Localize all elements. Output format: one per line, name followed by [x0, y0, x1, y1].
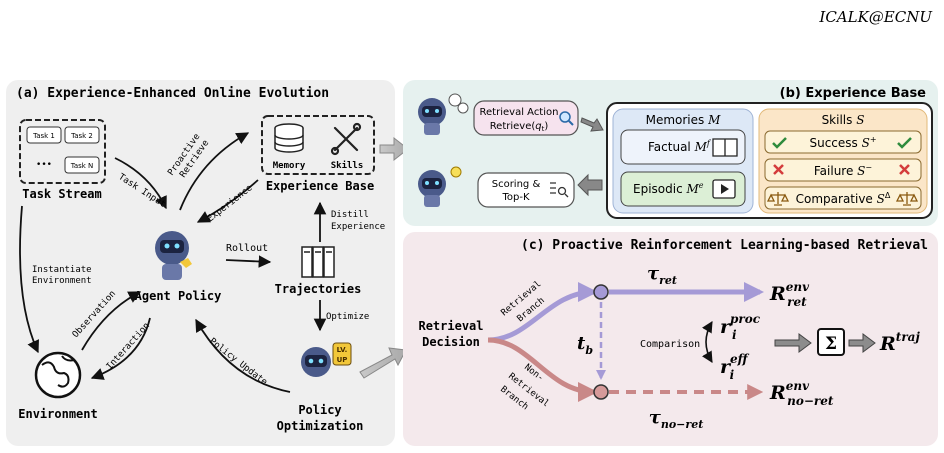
video-icon [712, 179, 736, 199]
database-icon [274, 123, 304, 153]
task-2: Task 2 [70, 132, 93, 140]
magnifier-icon [559, 111, 574, 126]
edge-distill-1: Distill [331, 210, 369, 220]
arrow-to-sum [774, 333, 812, 353]
failure-skill-box [764, 158, 922, 182]
edge-optimize: Optimize [326, 312, 369, 322]
trajectories-icon [301, 246, 335, 278]
scale-icon-left [766, 192, 790, 206]
scoring-label-2: Top-K [501, 192, 529, 203]
memories-title: Memories M [646, 113, 721, 127]
trajectories-label: Trajectories [275, 282, 362, 296]
memory-label: Memory [273, 161, 306, 171]
comparative-skill-label: Comparative SΔ [796, 191, 891, 206]
sum-box [817, 328, 845, 356]
comparison-arc [702, 321, 713, 363]
non-retrieval-branch-curve [487, 337, 598, 402]
edge-rollout: Rollout [226, 243, 268, 254]
episodic-memory-label: Episodic Me [633, 181, 704, 196]
retrieval-robot-icon [418, 93, 469, 135]
panel-c [403, 232, 938, 446]
task-stream-box [19, 119, 106, 184]
panel-a [6, 80, 395, 446]
sum-symbol: Σ [825, 334, 837, 354]
agent-robot-icon [155, 231, 192, 280]
task-stream-label: Task Stream [22, 187, 101, 201]
task-1: Task 1 [32, 132, 55, 140]
non-retrieval-node [593, 384, 609, 400]
arrow-to-experience-base [379, 136, 409, 162]
scale-icon-right [895, 192, 919, 206]
scoring-robot-icon [418, 166, 462, 207]
arrow-to-panel-c [359, 347, 407, 379]
task-n: Task N [70, 162, 94, 170]
comparison-label: Comparison [640, 339, 700, 350]
check-icon-left [772, 137, 787, 149]
tools-icon [330, 122, 362, 156]
panel-a-title: (a) Experience-Enhanced Online Evolution [16, 86, 329, 101]
retrieval-action-box [473, 100, 579, 136]
scoring-label-1: Scoring & [492, 179, 541, 190]
panel-c-title: (c) Proactive Reinforcement Learning-bas… [521, 238, 928, 253]
up-badge: UP [337, 356, 348, 364]
cross-icon-right [899, 164, 910, 175]
task-ellipsis: ••• [36, 160, 52, 170]
skills-label: Skills [331, 160, 364, 171]
globe-icon [34, 351, 82, 399]
edge-distill-2: Experience [331, 222, 385, 232]
policy-optimization-label-2: Optimization [277, 419, 364, 433]
arrow-to-r-traj [848, 333, 876, 353]
agent-policy-label: Agent Policy [135, 289, 222, 303]
cross-icon-left [773, 164, 784, 175]
retrieval-node [593, 284, 609, 300]
book-icon [712, 138, 738, 157]
retrieval-decision-label-2: Decision [422, 335, 480, 349]
arrow-base-to-scoring [577, 173, 603, 197]
retrieval-decision-label-1: Retrieval [418, 319, 483, 333]
success-skill-label: Success S+ [809, 135, 876, 150]
task-cards [26, 126, 100, 174]
ranking-icon [550, 182, 569, 198]
arrow-action-to-memories [580, 117, 604, 132]
edge-instantiate-2: Environment [32, 276, 92, 286]
retrieval-action-label: Retrieval Action [480, 107, 559, 118]
factual-memory-label: Factual Mf [648, 139, 712, 154]
environment-label: Environment [18, 407, 97, 421]
success-skill-box [764, 130, 922, 154]
affiliation: ICALK@ECNU [818, 8, 933, 26]
panel-b-title: (b) Experience Base [780, 86, 927, 101]
panel-a-arrows [19, 132, 327, 393]
skills-title: Skills S [822, 113, 865, 127]
lv-badge: LV. [337, 346, 348, 354]
scoring-box [477, 172, 575, 208]
failure-skill-label: Failure S− [814, 163, 872, 178]
retrieval-branch-curve [487, 282, 598, 343]
comparative-skill-box [764, 186, 922, 210]
policy-optimization-label-1: Policy [298, 403, 341, 417]
retrieve-function: Retrieve(qt) [490, 121, 549, 133]
experience-base-box [261, 115, 375, 175]
check-icon-right [897, 137, 912, 149]
experience-base-label: Experience Base [266, 179, 374, 193]
edge-instantiate-1: Instantiate [32, 265, 92, 275]
optimizer-robot-icon [301, 342, 352, 377]
